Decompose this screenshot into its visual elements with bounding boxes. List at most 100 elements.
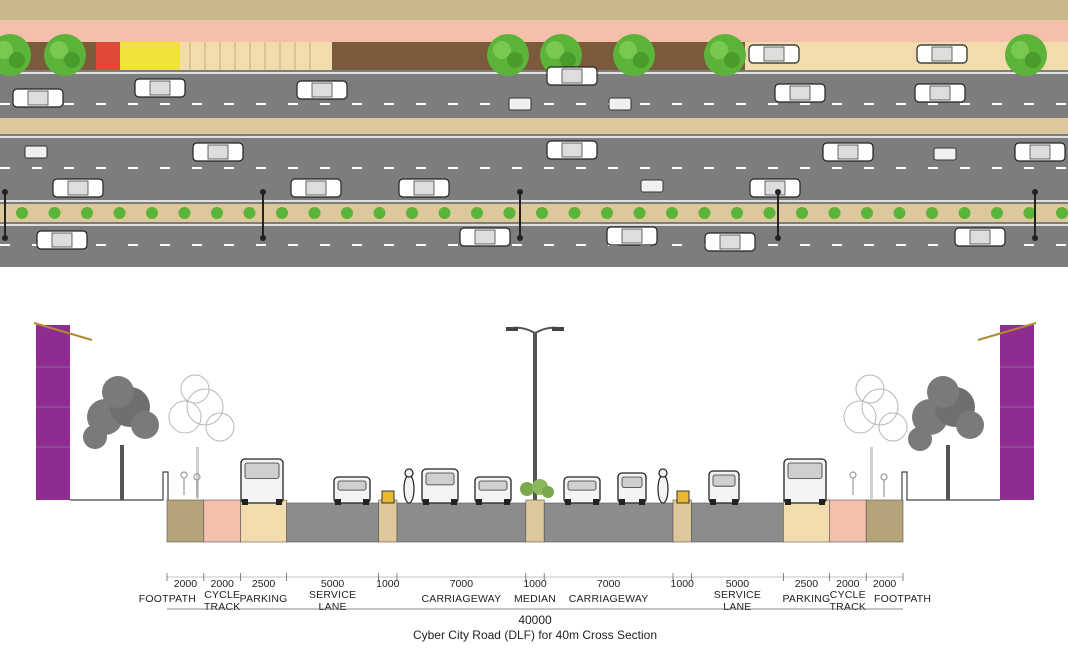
segment-width: 1000 (671, 578, 695, 590)
plan-car (459, 227, 511, 247)
plan-car (546, 66, 598, 86)
median-shrub-dot (81, 207, 93, 219)
section-band (166, 499, 205, 543)
section-caption: Cyber City Road (DLF) for 40m Cross Sect… (413, 628, 657, 642)
median-shrub-dot (958, 207, 971, 219)
median-shrub-dot (211, 207, 223, 219)
segment-label: SERVICE (309, 589, 356, 601)
car (474, 476, 512, 505)
median-shrub-dot (893, 207, 906, 219)
total-width: 40000 (518, 613, 552, 627)
plan-trees (0, 34, 1047, 76)
median-shrub-dot (113, 207, 126, 219)
median-shrub-dot (536, 207, 548, 219)
segment-label: TRACK (830, 601, 867, 613)
median-shrub-dot (568, 207, 581, 219)
section-band (543, 502, 674, 543)
median-shrub-dot (763, 207, 776, 219)
section-band (691, 502, 784, 543)
building-left (36, 325, 70, 500)
segment-width: 5000 (726, 578, 750, 590)
van (421, 468, 459, 505)
median-shrub-dot (731, 207, 743, 219)
plan-cycle-track (0, 20, 1068, 42)
plan-small-vehicle (640, 179, 664, 193)
segment-width: 2500 (252, 578, 276, 590)
plan-small-vehicle (24, 145, 48, 159)
median-shrub-dot (243, 207, 256, 219)
segment-width: 2000 (174, 578, 198, 590)
plan-street-light (1032, 189, 1038, 241)
segment-label: FOOTPATH (874, 593, 931, 605)
plan-street-light (517, 189, 523, 241)
segment-label: PARKING (782, 593, 830, 605)
median-shrub-dot (16, 207, 28, 219)
section-band (672, 499, 692, 543)
median-shrub-dot (698, 207, 711, 219)
tree-right-dark (908, 376, 984, 500)
plan-carriageway-top (0, 134, 1068, 204)
segment-width: 5000 (321, 578, 345, 590)
plan-car (822, 142, 874, 162)
building-right-roof (977, 322, 1037, 341)
plan-car (36, 230, 88, 250)
median-shrub-dot (406, 207, 418, 219)
plan-small-vehicle (508, 97, 532, 111)
plan-small-vehicle (933, 147, 957, 161)
plan-car (192, 142, 244, 162)
segment-width: 2000 (211, 578, 235, 590)
median-shrub-dot (146, 207, 158, 219)
median-shrub (520, 479, 554, 498)
segment-width: 2000 (873, 578, 897, 590)
section-band (203, 499, 241, 543)
segment-label: MEDIAN (514, 593, 556, 605)
section-vehicles (240, 458, 827, 505)
section-band (286, 502, 379, 543)
median-shrub-dot (471, 207, 483, 219)
plan-carriageway-bottom (0, 222, 1068, 267)
building-floor-lines (36, 366, 1034, 448)
segment-label: CARRIAGEWAY (422, 593, 502, 605)
tree-right-light (843, 374, 908, 500)
plan-edge-lines (0, 72, 1068, 226)
building-left-roof (33, 322, 93, 341)
auto-rickshaw (617, 472, 647, 505)
median-shrub-dot (828, 207, 841, 219)
segment-label: CYCLE (204, 589, 240, 601)
segment-label: TRACK (204, 601, 241, 613)
plan-street-light (775, 189, 781, 241)
plan-separator-top (0, 118, 1068, 134)
section-band (378, 499, 398, 543)
plan-median-shrubs (16, 207, 1068, 219)
tree-left-light (168, 374, 235, 500)
plan-car (749, 178, 801, 198)
section-bands (166, 499, 904, 543)
motorcycle (657, 468, 669, 504)
section-band (829, 499, 867, 543)
plan-view (0, 0, 1068, 267)
median-shrub-dot (601, 207, 613, 219)
median-shrub-dot (926, 207, 938, 219)
plan-tree (44, 34, 86, 76)
segment-width: 2500 (795, 578, 819, 590)
bus-right (783, 458, 827, 505)
median-shrub-dot (1023, 207, 1036, 219)
plan-median (0, 204, 1068, 222)
section-band (240, 499, 287, 543)
building-right (1000, 325, 1034, 500)
plan-car (290, 178, 342, 198)
plan-car (606, 226, 658, 246)
plan-car (12, 88, 64, 108)
median-shrub-dot (633, 207, 646, 219)
plan-street-light (2, 189, 8, 241)
plan-car (704, 232, 756, 252)
plan-tree (1005, 34, 1047, 76)
segment-label: LANE (318, 601, 346, 613)
plan-bus-stop-red (96, 42, 120, 70)
median-shrub-dot (178, 207, 191, 219)
segment-width: 2000 (836, 578, 860, 590)
median-shrub-dot (373, 207, 386, 219)
